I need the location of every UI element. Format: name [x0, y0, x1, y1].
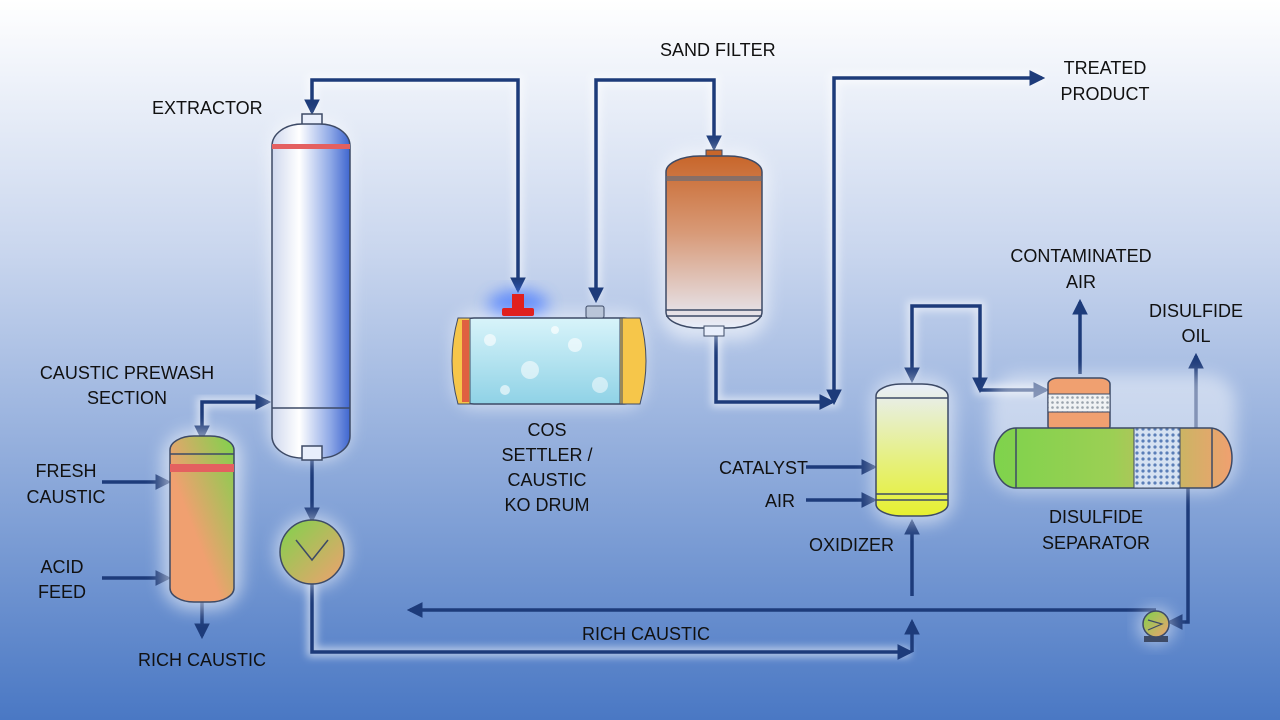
relief-valve-icon [502, 294, 534, 316]
label-treated-product-2: PRODUCT [1061, 84, 1150, 104]
label-acid-feed-2: FEED [38, 582, 86, 602]
label-contaminated-air-2: AIR [1066, 272, 1096, 292]
label-cos-settler-2: SETTLER / [501, 445, 592, 465]
label-sand-filter: SAND FILTER [660, 40, 776, 60]
label-fresh-caustic-2: CAUSTIC [26, 487, 105, 507]
pipe-oxidizer-to-separator [904, 304, 988, 394]
label-cos-settler-1: COS [527, 420, 566, 440]
label-treated-product-1: TREATED [1064, 58, 1147, 78]
label-disulfide-oil-2: OIL [1181, 326, 1210, 346]
pipe-prewash-to-extractor [194, 394, 272, 442]
label-contaminated-air-1: CONTAMINATED [1010, 246, 1151, 266]
return-pump-icon [1138, 608, 1174, 644]
label-cos-settler-4: KO DRUM [505, 495, 590, 515]
extractor-column [270, 113, 351, 461]
label-rich-caustic-line: RICH CAUSTIC [582, 624, 710, 644]
pipe-treated-product-riser [826, 70, 1046, 406]
label-extractor: EXTRACTOR [152, 98, 263, 118]
label-oxidizer: OXIDIZER [809, 535, 894, 555]
pipe-settler-to-filter [588, 78, 722, 304]
label-rich-caustic-bottom: RICH CAUSTIC [138, 650, 266, 670]
caustic-prewash-vessel [162, 430, 242, 610]
cos-settler-drum [451, 290, 647, 408]
label-disulfide-separator-2: SEPARATOR [1042, 533, 1150, 553]
pump-icon [276, 516, 348, 588]
label-fresh-caustic-1: FRESH [35, 461, 96, 481]
sand-filter-vessel [660, 149, 768, 340]
label-catalyst: CATALYST [719, 458, 808, 478]
pipe-filter-to-treated-product [714, 336, 836, 410]
pipe-network [102, 70, 1204, 660]
disulfide-separator-vessel [990, 374, 1236, 492]
label-cos-settler-3: CAUSTIC [507, 470, 586, 490]
pipe-rich-caustic-bottom [310, 582, 914, 660]
label-caustic-prewash-2: SECTION [87, 388, 167, 408]
label-disulfide-separator-1: DISULFIDE [1049, 507, 1143, 527]
pipe-separator-to-pump [1166, 488, 1190, 630]
pipe-extractor-to-settler [304, 78, 526, 294]
label-caustic-prewash-1: CAUSTIC PREWASH [40, 363, 214, 383]
label-air: AIR [765, 491, 795, 511]
label-disulfide-oil-1: DISULFIDE [1149, 301, 1243, 321]
labels: EXTRACTOR SAND FILTER TREATED PRODUCT CA… [26, 40, 1243, 670]
label-acid-feed-1: ACID [40, 557, 83, 577]
oxidizer-vessel [872, 378, 954, 524]
